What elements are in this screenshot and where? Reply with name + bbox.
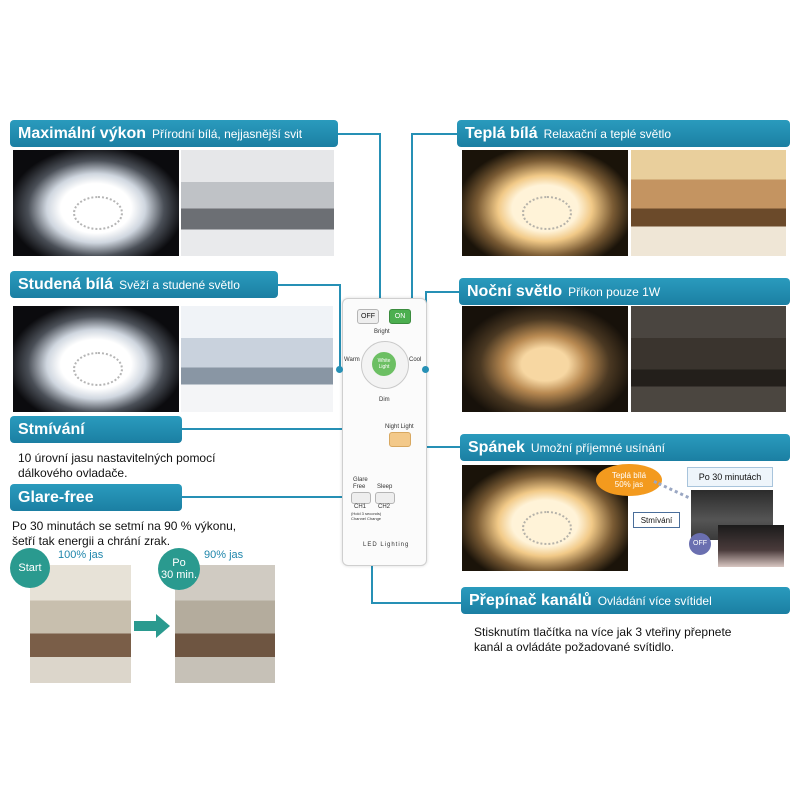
dim-step-label: Stmívání — [633, 512, 680, 528]
start-circle: Start — [10, 548, 50, 588]
pct-90-label: 90% jas — [204, 549, 244, 561]
lamp-pattern — [522, 196, 572, 231]
section-bar-glare: Glare-free — [10, 484, 182, 511]
connector-sleep-h — [408, 446, 460, 448]
bubble-line2: 50% jas — [614, 480, 644, 489]
section-bar-dim: Stmívání — [10, 416, 182, 443]
connector-max-h — [338, 133, 380, 135]
dim-desc-line1: 10 úrovní jasu nastavitelných pomocí — [18, 451, 216, 465]
ch2-label: CH2 — [378, 504, 391, 510]
glare-label-line2: Free — [353, 484, 366, 490]
room-photo-warm — [631, 150, 786, 256]
connector-dim-h — [182, 428, 380, 430]
section-subtitle: Svěží a studené světlo — [119, 277, 240, 292]
pct-100-label: 100% jas — [58, 549, 104, 561]
section-bar-cold: Studená bílá Svěží a studené světlo — [10, 271, 278, 298]
lamp-photo-warm — [462, 150, 628, 256]
brand-label: LED Lighting — [363, 542, 410, 548]
connector-channel-h — [371, 602, 461, 604]
lamp-photo-max — [13, 150, 179, 256]
room-photo-max — [181, 150, 334, 256]
glare-desc-line1: Po 30 minutách se setmí na 90 % výkonu, — [12, 519, 237, 533]
warm-50-bubble: Teplá bílá 50% jas — [596, 464, 662, 496]
connector-cold-h — [278, 284, 340, 286]
off-circle: OFF — [689, 533, 711, 555]
lamp-photo-cold — [13, 306, 179, 412]
center-line1: White — [377, 358, 391, 364]
lamp-pattern — [73, 196, 123, 231]
dim-desc-line2: dálkového ovladače. — [18, 466, 128, 480]
connector-warm-h — [412, 133, 457, 135]
sleep-label: Sleep — [377, 484, 393, 490]
connector-glare-h — [182, 496, 368, 498]
after-line1: Po — [172, 557, 186, 569]
after-30-label: Po 30 minutách — [687, 467, 773, 487]
bright-label: Bright — [374, 329, 390, 335]
sleep-button[interactable] — [375, 492, 395, 504]
section-bar-warm: Teplá bílá Relaxační a teplé světlo — [457, 120, 790, 147]
arrow-head-icon — [156, 614, 170, 638]
night-light-button[interactable] — [389, 432, 411, 447]
bubble-line1: Teplá bílá — [611, 471, 647, 480]
ch1-label: CH1 — [354, 504, 367, 510]
section-subtitle: Ovládání více svítidel — [597, 593, 712, 608]
glare-label-line1: Glare — [353, 477, 368, 483]
connector-warm-v — [411, 133, 413, 358]
night-light-label: Night Light — [385, 424, 414, 430]
sleep-room-off-photo — [718, 525, 784, 567]
section-subtitle: Příkon pouze 1W — [568, 284, 661, 299]
connector-cold-v — [339, 284, 341, 368]
remote-control: OFF ON Bright White Light Warm Cool Dim … — [342, 298, 427, 566]
on-button[interactable]: ON — [389, 309, 411, 324]
lamp-pattern — [73, 352, 123, 387]
room-photo-cold — [181, 306, 333, 412]
channel-desc-line2: kanál a ovládáte požadované svítidlo. — [474, 640, 675, 654]
warm-label: Warm — [344, 357, 360, 363]
after-line2: 30 min. — [160, 569, 198, 581]
white-light-button[interactable]: White Light — [372, 352, 396, 376]
connector-dot-cold — [336, 366, 343, 373]
channel-desc-line1: Stisknutím tlačítka na více jak 3 vteřin… — [474, 625, 732, 639]
ch-note-line2: Channel Change — [351, 516, 382, 521]
section-bar-sleep: Spánek Umožní příjemné usínání — [460, 434, 790, 461]
connector-dot-night — [422, 366, 429, 373]
arrow-right-icon — [134, 621, 158, 631]
section-subtitle: Přírodní bílá, nejjasnější svit — [152, 126, 303, 141]
off-button[interactable]: OFF — [357, 309, 379, 324]
section-bar-night: Noční světlo Příkon pouze 1W — [459, 278, 790, 305]
after-30-circle: Po 30 min. — [158, 548, 200, 590]
lamp-photo-night — [462, 306, 628, 412]
section-subtitle: Relaxační a teplé světlo — [543, 126, 672, 141]
section-title: Glare-free — [18, 488, 94, 506]
section-title: Noční světlo — [467, 282, 563, 300]
glare-desc-line2: šetří tak energii a chrání zrak. — [12, 534, 171, 548]
section-title: Přepínač kanálů — [469, 591, 592, 609]
section-title: Stmívání — [18, 420, 85, 438]
room-photo-100 — [30, 565, 131, 683]
section-bar-channel: Přepínač kanálů Ovládání více svítidel — [461, 587, 790, 614]
section-title: Spánek — [468, 438, 525, 456]
section-title: Teplá bílá — [465, 124, 538, 142]
ch-note-line1: (Hold 3 seconds) — [351, 511, 382, 516]
glare-free-button[interactable] — [351, 492, 371, 504]
room-photo-night — [631, 306, 786, 412]
center-line2: Light — [378, 364, 390, 370]
dim-label: Dim — [379, 397, 390, 403]
section-title: Studená bílá — [18, 275, 114, 293]
cool-label: Cool — [409, 357, 422, 363]
section-title: Maximální výkon — [18, 124, 147, 142]
lamp-pattern — [522, 511, 572, 546]
section-subtitle: Umožní příjemné usínání — [530, 440, 665, 455]
connector-max-v — [379, 133, 381, 358]
section-bar-max: Maximální výkon Přírodní bílá, nejjasněj… — [10, 120, 338, 147]
connector-night-h — [425, 291, 459, 293]
